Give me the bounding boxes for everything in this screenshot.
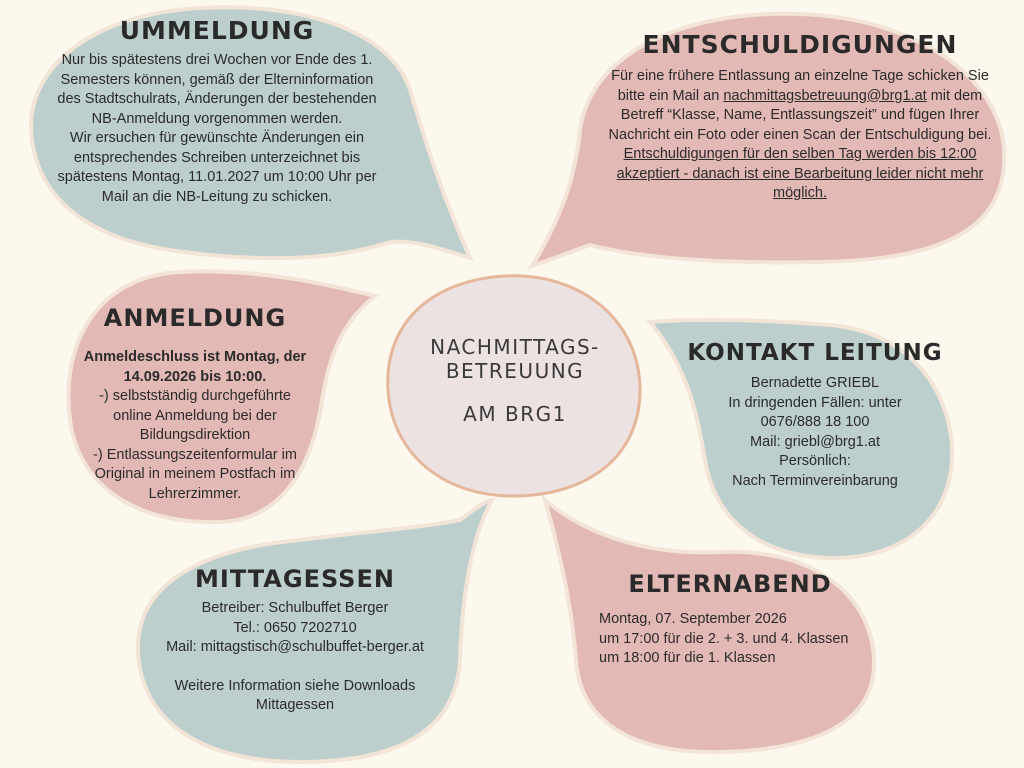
mittagessen-bubble <box>135 497 496 765</box>
entschuldigungen-section: ENTSCHULDIGUNGEN Für eine frühere Entlas… <box>600 30 1000 204</box>
mittagessen-title: MITTAGESSEN <box>195 565 395 593</box>
center-bubble <box>386 274 642 498</box>
kontakt-name: Bernadette GRIEBL <box>750 375 880 391</box>
elternabend-time-2: um 18:00 für die 1. Klassen <box>599 650 776 666</box>
anmeldung-item-2: -) Entlassungszeitenformular im Original… <box>93 446 297 502</box>
ummeldung-section: UMMELDUNG Nur bis spätestens drei Wochen… <box>52 16 382 207</box>
anmeldung-bubble <box>66 269 380 525</box>
mittagessen-operator: Betreiber: Schulbuffet Berger <box>201 600 389 616</box>
elternabend-title: ELTERNABEND <box>628 570 832 598</box>
entschuldigungen-text-a: Für eine frühere Entlassung an einzelne … <box>611 68 989 104</box>
mittagessen-phone: Tel.: 0650 7202710 <box>233 619 357 636</box>
elternabend-section: ELTERNABEND Montag, 07. September 2026 u… <box>585 570 875 669</box>
entschuldigungen-text: Für eine frühere Entlassung an einzelne … <box>600 67 1000 145</box>
center-section: NACHMITTAGS- BETREUUNG AM BRG1 <box>400 335 630 426</box>
mittagessen-mail: Mail: mittagstisch@schulbuffet-berger.at <box>166 639 424 655</box>
kontakt-personal: Persönlich: <box>779 453 851 469</box>
center-title-line-3: AM BRG1 <box>463 402 567 426</box>
anmeldung-section: ANMELDUNG Anmeldeschluss ist Montag, der… <box>80 304 310 504</box>
ummeldung-bubble <box>29 5 474 262</box>
anmeldung-deadline: Anmeldeschluss ist Montag, der 14.09.202… <box>83 349 307 385</box>
kontakt-urgent: In dringenden Fällen: unter <box>728 394 902 411</box>
kontakt-title: KONTAKT LEITUNG <box>687 340 943 366</box>
ummeldung-text-1: Nur bis spätestens drei Wochen vor Ende … <box>57 52 377 127</box>
ummeldung-title: UMMELDUNG <box>119 16 315 45</box>
ummeldung-text-2: Wir ersuchen für gewünschte Änderungen e… <box>57 130 377 205</box>
kontakt-bubble <box>645 317 955 561</box>
entschuldigungen-bubble <box>527 11 1007 270</box>
elternabend-bubble <box>541 494 877 755</box>
elternabend-time-1: um 17:00 für die 2. + 3. und 4. Klassen <box>599 630 849 647</box>
kontakt-appointment: Nach Terminvereinbarung <box>732 472 898 489</box>
mittagessen-section: MITTAGESSEN Betreiber: Schulbuffet Berge… <box>150 565 440 716</box>
elternabend-date: Montag, 07. September 2026 <box>599 611 787 627</box>
kontakt-mail: Mail: griebl@brg1.at <box>750 433 880 450</box>
mittagessen-more: Weitere Information siehe Downloads Mitt… <box>174 677 416 714</box>
anmeldung-item-1: -) selbstständig durchgeführte online An… <box>99 388 291 443</box>
entschuldigungen-title: ENTSCHULDIGUNGEN <box>642 30 958 59</box>
entschuldigungen-note: Entschuldigungen für den selben Tag werd… <box>616 146 984 201</box>
entschuldigungen-text-b: mit dem Betreff “Klasse, Name, Entlassun… <box>608 87 992 143</box>
kontakt-phone: 0676/888 18 100 <box>760 414 870 430</box>
entschuldigungen-email-link[interactable]: nachmittagsbetreuung@brg1.at <box>723 87 927 104</box>
anmeldung-title: ANMELDUNG <box>103 304 287 332</box>
center-title-line-2: BETREUUNG <box>445 359 585 383</box>
center-title-line-1: NACHMITTAGS- <box>430 335 600 359</box>
kontakt-section: KONTAKT LEITUNG Bernadette GRIEBL In dri… <box>670 340 960 491</box>
